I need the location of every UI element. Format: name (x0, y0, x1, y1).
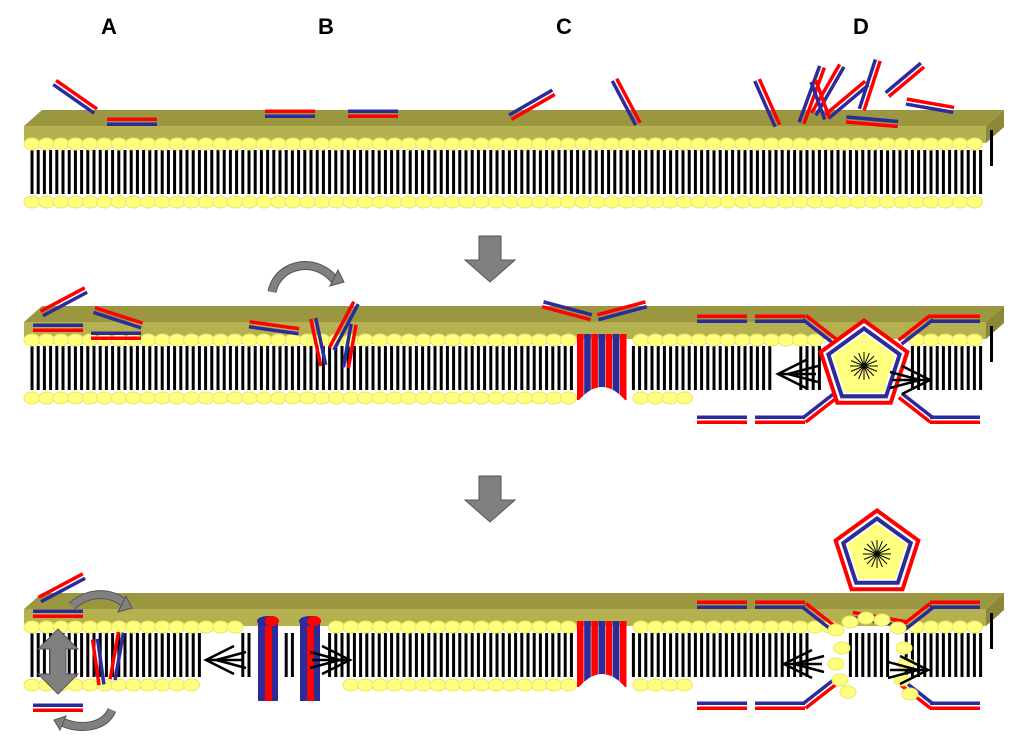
peptide-a3-inner (33, 703, 83, 712)
spread-arrow-right (889, 364, 933, 396)
peptide-a2-surface-2 (92, 305, 144, 330)
peptide-a-adsorbing (52, 78, 99, 115)
peptide-d2-bend (801, 314, 839, 346)
peptide-c-binding-2 (610, 77, 642, 126)
label-b: B (318, 14, 334, 39)
peptide-d2-bend-2 (897, 314, 935, 346)
peptide-c2-surface-2 (596, 300, 648, 322)
peptide-b2-inserting-3 (341, 323, 358, 369)
peptide-d3-surface (697, 600, 747, 609)
peptide-a-surface (107, 117, 157, 126)
micelle-forming (818, 318, 910, 405)
peptide-d2-lower-3 (930, 415, 980, 424)
peptide-a3-inserted-2 (108, 631, 126, 681)
peptide-d3-lower (697, 701, 747, 710)
peptide-d-cluster (809, 79, 832, 121)
lipid-tails (30, 150, 983, 194)
peptide-a2-surface-3 (91, 331, 141, 340)
peptide-d-cluster (884, 61, 926, 98)
translocation-arrow (36, 628, 80, 695)
toroidal-pore-2 (577, 621, 627, 687)
peptide-d-cluster (753, 78, 782, 128)
peptide-d3-bend-3 (801, 678, 839, 710)
step-arrow-1 (463, 235, 517, 283)
edge-tail (990, 130, 993, 166)
peptide-d3-surface-2 (755, 600, 805, 609)
peptide-d2-bend-4 (897, 392, 935, 424)
peptide-d2-lower (697, 415, 747, 424)
peptide-d2-surface (697, 314, 747, 323)
lipid-heads (23, 620, 983, 692)
peptide-a3-inserted (90, 638, 106, 686)
peptide-b2-surface (248, 320, 300, 336)
lipid-tails (30, 633, 983, 677)
label-a: A (101, 14, 117, 39)
membrane-top (23, 110, 1004, 209)
step-arrow-2 (463, 475, 517, 523)
spread-arrow-b-left (203, 644, 247, 676)
lipid-tails (30, 346, 983, 390)
peptide-d3-surface-3 (930, 600, 980, 609)
barrel-stave-2 (299, 616, 321, 701)
peptide-b2-inserting (309, 317, 328, 367)
peptide-d3-bend (801, 602, 839, 634)
lipid-heads (23, 137, 983, 209)
peptide-b2-inserting-2 (327, 300, 360, 351)
peptide-d-cluster (797, 65, 827, 125)
toroidal-pore (577, 334, 627, 400)
spread-arrow-b-right (309, 644, 353, 676)
flip-arrow-b (267, 261, 345, 294)
barrel-stave-1 (257, 616, 279, 701)
spread-arrow-left (775, 358, 819, 390)
label-d: D (853, 14, 869, 39)
membrane-surface (24, 593, 1004, 609)
peptide-b-surface-2 (348, 109, 398, 118)
peptide-d3-lower-3 (930, 701, 980, 710)
edge-tail (990, 613, 993, 649)
flip-arrow-a-bottom (53, 707, 117, 732)
flip-arrow-a-top (68, 590, 133, 613)
spread-arrow-d-left (781, 648, 825, 680)
membrane-surface (24, 306, 1004, 322)
spread-arrow-d-right (887, 654, 931, 686)
peptide-c-binding (508, 88, 556, 121)
membrane-bottom (23, 593, 1004, 692)
label-c: C (556, 14, 572, 39)
released-micelle (833, 508, 921, 592)
peptide-d2-surface-2 (755, 314, 805, 323)
peptide-d-cluster (824, 79, 870, 120)
peptide-c2-surface (541, 300, 593, 322)
peptide-a3-tilted (37, 572, 86, 604)
peptide-a2-tilted (39, 286, 88, 318)
peptide-b-surface (265, 109, 315, 118)
peptide-d2-lower-2 (755, 415, 805, 424)
peptide-d3-lower-2 (755, 701, 805, 710)
peptide-d2-bend-3 (801, 392, 839, 424)
peptide-d2-surface-3 (930, 314, 980, 323)
peptide-d-cluster (905, 97, 955, 115)
edge-tail (990, 326, 993, 362)
peptide-a3-surface (33, 609, 83, 618)
peptide-a2-surface (33, 323, 83, 332)
peptide-d-cluster (845, 115, 899, 129)
